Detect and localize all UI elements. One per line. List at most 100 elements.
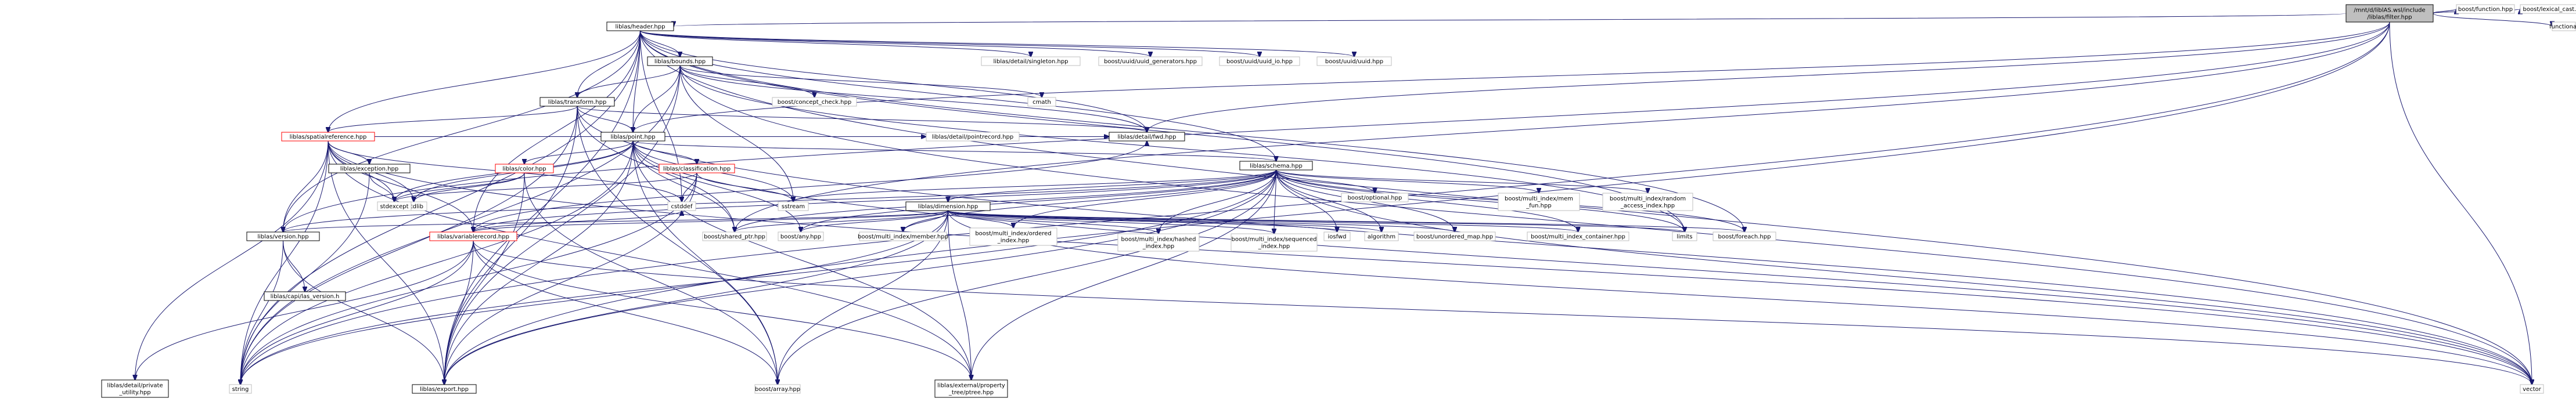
edge-header-to-limits xyxy=(640,30,1685,232)
edge-spatialref-to-ptree xyxy=(328,140,972,380)
edge-schema-to-export xyxy=(444,169,1276,385)
edge-classification-to-string xyxy=(240,172,697,385)
node-pointrecord: liblas/detail/pointrecord.hpp xyxy=(926,132,1020,142)
node-box xyxy=(539,97,615,107)
node-label: boost/multi_index/mem xyxy=(1505,196,1573,202)
node-box xyxy=(1323,231,1351,241)
node-label: boost/multi_index/hashed xyxy=(1121,237,1196,243)
node-box xyxy=(429,231,517,241)
node-box xyxy=(772,97,857,107)
edge-dimension-to-unordered_map xyxy=(948,210,1455,232)
node-ptree[interactable]: liblas/external/property_tree/ptree.hpp xyxy=(934,379,1008,398)
node-dimension[interactable]: liblas/dimension.hpp xyxy=(905,201,991,211)
node-fwd[interactable]: liblas/detail/fwd.hpp xyxy=(1109,132,1185,142)
edge-dimension-to-mi_ordered xyxy=(948,210,1014,228)
node-label: liblas/detail/singleton.hpp xyxy=(993,59,1068,65)
edge-root-to-shared_ptr xyxy=(735,21,2390,232)
node-label: liblas/color.hpp xyxy=(502,166,546,172)
edge-dimension-to-mi_sequenced xyxy=(948,210,1275,234)
node-transform[interactable]: liblas/transform.hpp xyxy=(539,97,615,107)
node-any: boost/any.hpp xyxy=(778,231,824,241)
node-shared-ptr: boost/shared_ptr.hpp xyxy=(702,231,767,241)
edge-header-to-export xyxy=(444,30,641,385)
node-mi-member: boost/multi_index/member.hpp xyxy=(858,231,948,241)
node-label: boost/foreach.hpp xyxy=(1718,234,1771,240)
node-point[interactable]: liblas/point.hpp xyxy=(600,132,665,142)
edge-header-to-vector xyxy=(640,30,2532,385)
node-box xyxy=(229,384,252,394)
edge-schema-to-mi_sequenced xyxy=(1274,169,1276,234)
node-exception[interactable]: liblas/exception.hpp xyxy=(328,164,411,173)
node-classification[interactable]: liblas/classification.hpp xyxy=(659,164,735,173)
node-mi-sequenced: boost/multi_index/sequenced_index.hpp xyxy=(1231,233,1318,252)
node-label: _index.hpp xyxy=(997,238,1030,244)
edge-color-to-array xyxy=(524,172,778,385)
node-box xyxy=(969,227,1057,246)
node-varrecord[interactable]: liblas/variablerecord.hpp xyxy=(429,231,517,241)
node-box xyxy=(606,21,674,31)
edge-header-to-singleton xyxy=(640,30,1031,57)
edge-header-to-uuid_gen xyxy=(640,30,1151,57)
edge-version-to-export xyxy=(283,240,445,385)
edge-spatialref-to-export xyxy=(328,140,444,385)
node-root[interactable]: /mnt/d/liblAS.wsl/include/liblas/filter.… xyxy=(2345,4,2434,23)
edge-point-to-shared_ptr xyxy=(632,140,735,232)
node-box xyxy=(281,132,375,142)
node-label: liblas/transform.hpp xyxy=(548,99,607,106)
node-label: boost/multi_index_container.hpp xyxy=(1531,234,1625,240)
node-array: boost/array.hpp xyxy=(754,384,801,394)
node-label: cstddef xyxy=(671,204,693,210)
edge-transform-to-point xyxy=(577,106,633,132)
node-label: liblas/spatialreference.hpp xyxy=(290,134,367,140)
node-label: _utility.hpp xyxy=(118,390,150,396)
node-mi-ordered: boost/multi_index/ordered_index.hpp xyxy=(969,227,1057,246)
edge-version-to-string xyxy=(240,240,283,385)
node-mi-hashed: boost/multi_index/hashed_index.hpp xyxy=(1117,233,1200,252)
edge-spatialref-to-string xyxy=(240,140,329,385)
edge-transform-to-export xyxy=(444,106,578,385)
node-header[interactable]: liblas/header.hpp xyxy=(606,21,674,31)
node-bounds[interactable]: liblas/bounds.hpp xyxy=(647,56,713,66)
node-version[interactable]: liblas/version.hpp xyxy=(246,231,320,241)
node-schema[interactable]: liblas/schema.hpp xyxy=(1239,161,1313,171)
node-box xyxy=(1341,193,1409,202)
edge-transform-to-shared_ptr xyxy=(577,106,735,232)
node-label: liblas/point.hpp xyxy=(610,134,655,140)
node-uuid-gen: boost/uuid/uuid_generators.hpp xyxy=(1098,56,1203,66)
node-spatialref[interactable]: liblas/spatialreference.hpp xyxy=(281,132,375,142)
node-box xyxy=(495,164,554,173)
edge-header-to-spatialref xyxy=(328,30,641,132)
node-label: liblas/dimension.hpp xyxy=(918,204,978,210)
node-box xyxy=(659,164,735,173)
node-private-utility[interactable]: liblas/detail/private_utility.hpp xyxy=(101,379,169,398)
node-label: boost/concept_check.hpp xyxy=(778,99,851,106)
node-box xyxy=(934,379,1008,398)
node-label: /mnt/d/liblAS.wsl/include xyxy=(2354,8,2425,14)
edge-schema-to-mi_mem_fun xyxy=(1276,169,1539,193)
edge-schema-to-dimension xyxy=(948,169,1276,202)
node-label: iosfwd xyxy=(1328,234,1347,240)
node-box xyxy=(754,384,801,394)
node-label: boost/multi_index/member.hpp xyxy=(858,234,948,240)
edge-dimension-to-ptree xyxy=(948,210,972,380)
node-label: boost/lexical_cast.hpp xyxy=(2523,6,2576,13)
edge-header-to-uuid_io xyxy=(640,30,1260,57)
node-export[interactable]: liblas/export.hpp xyxy=(412,384,477,394)
edge-dimension-to-limits xyxy=(948,210,1685,232)
edge-dimension-to-export xyxy=(444,210,948,385)
edge-varrecord-to-vector xyxy=(473,240,2532,385)
node-color[interactable]: liblas/color.hpp xyxy=(495,164,554,173)
node-box xyxy=(1602,193,1693,211)
edge-dimension-to-varrecord xyxy=(473,210,948,232)
node-unordered-map: boost/unordered_map.hpp xyxy=(1413,231,1496,241)
edge-color-to-stdexcept xyxy=(394,172,525,202)
edge-header-to-varrecord xyxy=(473,30,641,232)
edge-schema-to-mi_hashed xyxy=(1159,169,1276,234)
node-label: sstream xyxy=(782,204,805,210)
node-label: boost/function.hpp xyxy=(2458,6,2513,13)
node-label: boost/any.hpp xyxy=(780,234,821,240)
edge-classification-to-sstream xyxy=(696,172,793,202)
node-capi-version[interactable]: liblas/capi/las_version.h xyxy=(264,291,346,301)
node-label: liblas/bounds.hpp xyxy=(654,59,706,65)
node-box xyxy=(2552,21,2576,31)
